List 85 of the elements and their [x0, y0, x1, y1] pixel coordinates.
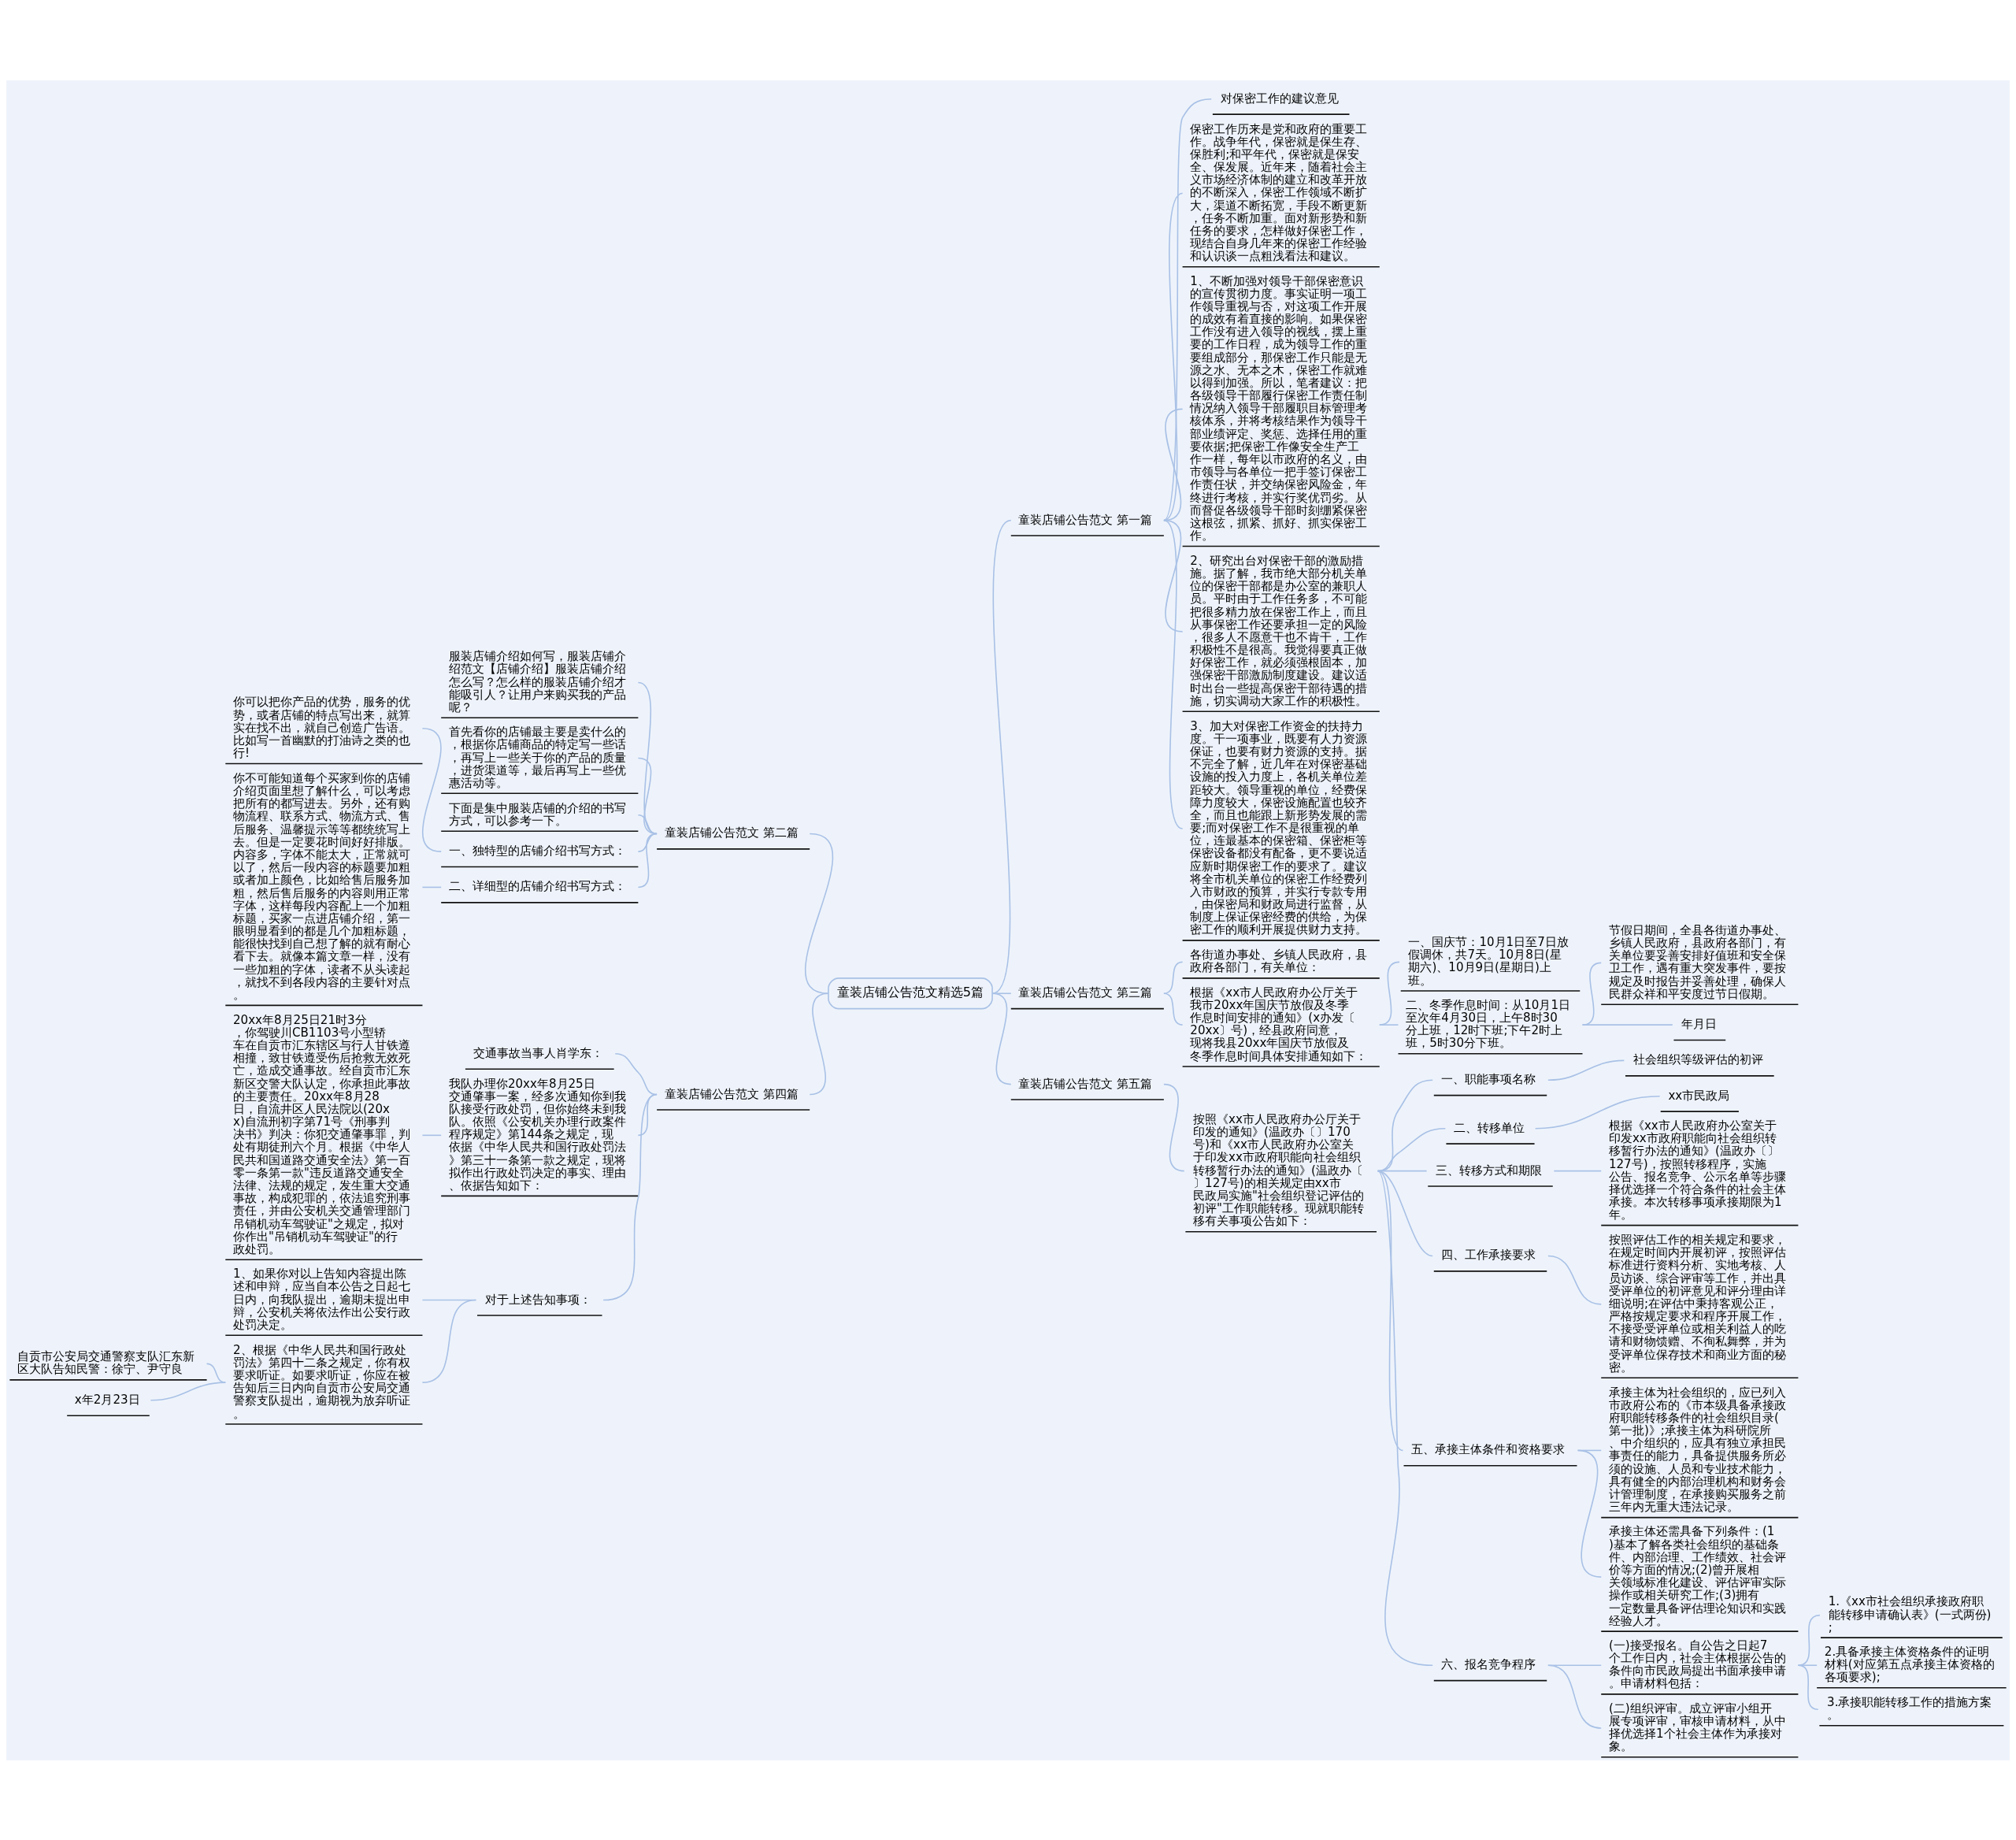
node-text: 我队办理你20xx年8月25日交通肇事一案，经多次通知你到我队接受行政处罚，但你始终未到我队。依照《公安机关办理行政案件程序规定》第144条之规定，现依据《中华人民共和国行政处罚法》第三十一条第一款之规定，现将拟作出行政处罚决定的事实、理由、依据告知如下：	[448, 1076, 626, 1193]
connector	[421, 1299, 477, 1383]
node-text: 按照评估工作的相关规定和要求，在规定时间内开展初评，按照评估标准进行资料分析、实地考核、人员访谈、综合评审等工作，并出具受评单位的初评意见和评分理由详细说明;在评估中秉持客观公正，严格按规定要求和程序开展工作，不接受受评单位或相关利益人的吃请和财物馈赠、不徇私舞弊，并为受评单位保存技术和商业方面的秘密。	[1608, 1232, 1786, 1374]
connector	[804, 833, 834, 994]
node-text: 社会组织等级评估的初评	[1632, 1052, 1763, 1067]
node-text: 年月日	[1681, 1016, 1718, 1031]
node-text: 承接主体为社会组织的，应已列入市政府公布的《市本级具备承接政府职能转移条件的社会组织目录(第一批)》;承接主体为科研院所、中介组织的，应具有独立承担民事责任的能力，具备提供服务所必须的设施、人员和专业技术能力，具有健全的内部治理机构和财务会计管理制度，在承接购买服务之前三年内无重大违法记录。	[1608, 1385, 1786, 1514]
node-text: 你不可能知道每个买家到你的店铺介绍页面里想了解什么，可以考虑把所有的都写进去。另外，还有购物流程、联系方式、物流方式、售后服务、温馨提示等等都统统写上去。但是一定要花时间好好排版。内容多，字体不能太大，正常就可以了，然后一段内容的标题要加粗或者加上颜色，比如给售后服务加粗，然后售后服务的内容则用正常字体，这样每段内容配上一个加粗标题，买家一点进店铺介绍，第一眼明显看到的都是几个加粗标题，能很快找到自己想了解的就有耐心看下去。就像本篇文章一样，没有一些加粗的字体，读者不从头读起，就找不到各段内容的主要针对点。	[232, 770, 410, 1002]
connector	[1797, 1664, 1819, 1710]
node-text: 童装店铺公告范文 第二篇	[664, 825, 799, 840]
node-text: x年2月23日	[74, 1392, 140, 1407]
node-text: 首先看你的店铺最主要是卖什么的，根据你店铺商品的特定写一些话，再写上一些关于你的产品的质量，进货渠道等，最后再写上一些优惠活动等。	[448, 724, 626, 790]
node-text: 保密工作历来是党和政府的重要工作。战争年代，保密就是保生存、保胜利;和平年代，保密就是保安全、保发展。近年来，随着社会主义市场经济体制的建立和改革开放的不断深入，保密工作领域不断扩大，渠道不断拓宽，手段不断更新，任务不断加重。面对新形势和新任务的要求，怎样做好保密工作，现结合自身几年来的保密工作经验和认识谈一点粗浅看法和建议。	[1190, 121, 1368, 263]
connector	[421, 886, 442, 888]
node-text: 二、转移单位	[1454, 1120, 1525, 1135]
connector	[1163, 992, 1184, 1026]
node-text: 二、冬季作息时间：从10月1日至次年4月30日，上午8时30分上班，12时下班;下午2时上班，5时30分下班。	[1406, 997, 1570, 1050]
node-text: 一、独特型的店铺介绍书写方式：	[448, 843, 626, 858]
node-text: 1.《xx市社会组织承接政府职能转移申请确认表》(一式两份);	[1828, 1593, 1992, 1634]
node-text: 交通事故当事人肖学东：	[472, 1045, 603, 1060]
connector	[1547, 1664, 1603, 1729]
connector	[991, 992, 1012, 1085]
node-text: 对保密工作的建议意见	[1220, 91, 1339, 106]
connector	[1581, 1023, 1673, 1026]
connector	[1797, 1614, 1821, 1666]
node-text: 六、报名竞争程序	[1441, 1656, 1536, 1671]
connector	[1547, 1664, 1603, 1666]
connector	[1163, 519, 1184, 632]
node-text: 2、研究出台对保密干部的激励措施。据了解，我市绝大部分机关单位的保密干部都是办公室的兼职人员。平时由于工作任务多，不可能把很多精力放在保密工作上，而且从事保密工作还要承担一定的风险，很多人不愿意干也不肯干，工作积极性不是很高。我觉得要真正做好保密工作，就必须强根固本，加强保密干部激励制度建设。建议适时出台一些提高保密干部待遇的措施，切实调动大家工作的积极性。	[1190, 553, 1368, 708]
connector	[1534, 1095, 1661, 1129]
connector	[1378, 961, 1400, 1026]
node-text: 童装店铺公告范文 第一篇	[1018, 512, 1153, 527]
connector	[602, 1093, 658, 1300]
node-text: 各街道办事处、乡镇人民政府，县政府各部门，有关单位：	[1190, 947, 1368, 974]
connector	[1163, 192, 1184, 521]
node-text: 五、承接主体条件和资格要求	[1411, 1441, 1566, 1456]
node-text: 三、转移方式和期限	[1435, 1163, 1542, 1178]
node-text: 根据《xx市人民政府办公室关于印发xx市政府职能向社会组织转移暂行办法的通知》(温政办〔〕127号)，按照转移程序，实施公告、报名竞争、公示名单等步骤择优选择一个符合条件的社会主体承接。本次转移事项承接期限为1年。	[1608, 1118, 1786, 1222]
connector	[1577, 1449, 1603, 1578]
node-text: 童装店铺公告范文 第三篇	[1018, 985, 1153, 1000]
node-text: 1、如果你对以上告知内容提出陈述和申辩，应当自本公告之日起七日内，向我队提出，逾期未提出申辩，公安机关将依法作出公安行政处罚决定。	[232, 1266, 410, 1332]
node-text: 20xx年8月25日21时3分，你驾驶川CB1103号小型轿车在自贡市汇东辖区与行人甘铁遵相撞，致甘铁遵受伤后抢救无效死亡，造成交通事故。经自贡市汇东新区交警大队认定，你承担此事故的主要责任。20xx年8月28日，自流井区人民法院以(20xx)自流刑初字第71号《刑事判决书》判决：你犯交通肇事罪，判处有期徒刑六个月。根据《中华人民共和国道路交通安全法》第一百零一条第一款"违反道路交通安全法律、法规的规定，发生重大交通事故，构成犯罪的，依法追究刑事责任，并由公安机关交通管理部门吊销机动车驾驶证"之规定，拟对你作出"吊销机动车驾驶证"的行政处罚。	[232, 1012, 410, 1256]
node-text: xx市民政局	[1668, 1088, 1730, 1103]
node-text: 一、职能事项名称	[1441, 1071, 1536, 1086]
node-text: 一、国庆节：10月1日至7日放假调休，共7天。10月8日(星期六)、10月9日(星期日)上班。	[1408, 934, 1569, 988]
node-text: 自贡市公安局交通警察支队汇东新区大队告知民警：徐宁、尹守良	[17, 1348, 195, 1376]
connector	[1553, 1170, 1603, 1171]
connector	[637, 833, 658, 888]
connector	[1163, 519, 1184, 829]
connector	[1163, 98, 1213, 521]
connector	[1797, 1664, 1818, 1666]
node-text: 节假日期间，全县各街道办事处、乡镇人民政府，县政府各部门，有关单位要妥善安排好值班和安全保卫工作，遇有重大突发事件，要按规定及时报告并妥善处理，确保人民群众祥和平安度过节日假期。	[1608, 922, 1786, 1001]
connector	[1163, 408, 1184, 521]
connector	[637, 681, 658, 834]
connector	[637, 814, 658, 834]
connector	[637, 757, 658, 834]
node-text: 四、工作承接要求	[1441, 1247, 1536, 1262]
connector	[991, 519, 1012, 994]
node-text: 根据《xx市人民政府办公厅关于我市20xx年国庆节放假及冬季作息时间安排的通知》(x办发〔20xx〕号)，经县政府同意，现将我县20xx年国庆节放假及冬季作息时间具体安排通知如下：	[1190, 985, 1368, 1063]
connector	[1547, 1059, 1625, 1081]
node-text: 童装店铺公告范文 第五篇	[1018, 1076, 1153, 1091]
node-text: 1、不断加强对领导干部保密意识的宣传贯彻力度。事实证明一项工作领导重视与否，对这项工作开展的成效有着直接的影响。如果保密工作没有进入领导的视线，摆上重要的工作日程，成为领导工作的重要组成部分，那保密工作只能是无源之水、无本之木，保密工作就难以得到加强。所以，笔者建议：把各级领导干部履行保密工作责任制情况纳入领导干部履职目标管理考核体系，并将考核结果作为领导干部业绩评定、奖惩、选择任用的重要依据;把保密工作像安全生产工作一样，每年以市政府的名义，由市领导与各单位一把手签订保密工作责任状，并交纳保密风险金，年终进行考核，并实行奖优罚劣。从而督促各级领导干部时刻绷紧保密这根弦，抓紧、抓好、抓实保密工作。	[1190, 273, 1368, 543]
node-text: 2.具备承接主体资格条件的证明材料(对应第五点承接主体资格的各项要求);	[1824, 1644, 1995, 1684]
node-text: 童装店铺公告范文 第四篇	[664, 1086, 799, 1101]
node-text: (二)组织评审。成立评审小组开展专项评审，审核申请材料，从中择优选择1个社会主体作为承接对象。	[1608, 1701, 1786, 1753]
connector	[1163, 1083, 1185, 1171]
connector	[1378, 1023, 1399, 1026]
connector	[421, 1134, 442, 1136]
node-text: 下面是集中服装店铺的介绍的书写方式，可以参考一下。	[448, 800, 626, 828]
node-text: 2、根据《中华人民共和国行政处罚法》第四十二条之规定，你有权要求听证。如要求听证，你应在被告知后三日内向自贡市公安局交通警察支队提出，逾期视为放弃听证。	[232, 1342, 410, 1421]
connector	[1377, 1170, 1433, 1666]
node-text: 按照《xx市人民政府办公厅关于印发的通知》(温政办〔〕170号)和《xx市人民政府办公室关于印发xx市政府职能向社会组织转移暂行办法的通知》(温政办〔〕127号)的相关规定由xx市民政局实施"社会组织登记评估的初评"工作职能转移。现就职能转移有关事项公告如下：	[1193, 1111, 1365, 1228]
node-text: 3、加大对保密工作资金的扶持力度。干一项事业，既要有人力资源保证，也要有财力资源的支持。据不完全了解，近几年在对保密基础设施的投入力度上，各机关单位差距较大。领导重视的单位，经费保障力度较大，保密设施配置也较齐全，而且也能跟上新形势发展的需要;而对保密工作不是很重视的单位，连最基本的保密箱、保密柜等保密设备都没有配备，更不要说适应新时期保密工作的要求了。建议将全市机关单位的保密工作经费列入市财政的预算，并实行专款专用，由保密局和财政局进行监督，从制度上保证保密经费的供给，为保密工作的顺利开展提供财力支持。	[1190, 718, 1368, 937]
connector	[421, 727, 442, 852]
node-box: 童装店铺公告范文精选5篇	[828, 977, 993, 1009]
connector	[1163, 961, 1184, 994]
node-text: 承接主体还需具备下列条件：(1)基本了解各类社会组织的基础条件、内部治理、工作绩效、社会评价等方面的情况;(2)曾开展相关领域标准化建设、评估评审实际操作或相关研究工作;(3)拥有一定数量具备评估理论知识和实践经验人才。	[1608, 1523, 1786, 1628]
node-text: 你可以把你产品的优势，服务的优势，或者店铺的特点写出来，就算实在找不出，就自己创造广告语。比如写一首幽默的打油诗之类的也行!	[232, 694, 410, 760]
node-text: 对于上述告知事项：	[484, 1292, 591, 1307]
node-text: (一)接受报名。自公告之日起7个工作日内，社会主体根据公告的条件向市民政局提出书面承接申请。申请材料包括：	[1608, 1638, 1786, 1690]
node-text: 二、详细型的店铺介绍书写方式：	[448, 878, 626, 893]
node-text: 3.承接职能转移工作的措施方案。	[1827, 1694, 1992, 1722]
connector	[1547, 1255, 1603, 1305]
connector	[150, 1381, 227, 1401]
node-text: 服装店铺介绍如何写，服装店铺介绍范文【店铺介绍】服装店铺介绍怎么写？怎么样的服装店铺介绍才能吸引人？让用户来购买我的产品呢？	[448, 648, 626, 714]
